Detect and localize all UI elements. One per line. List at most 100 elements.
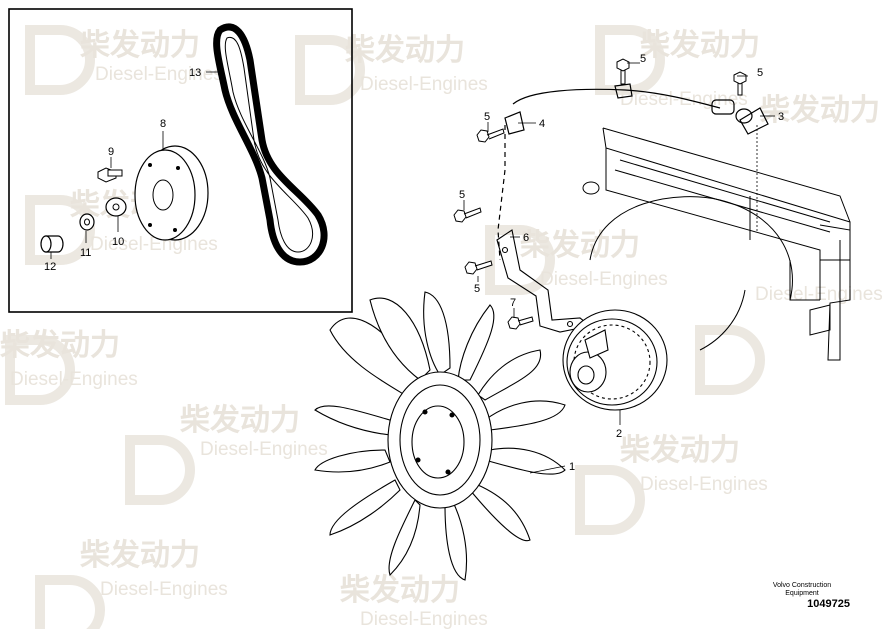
watermark-cn-text: 柴发动力 bbox=[345, 33, 465, 68]
callout-5-middle: 5 bbox=[459, 189, 465, 201]
pulley-bolt-hole bbox=[148, 223, 152, 227]
watermark-en-text: Diesel-Engines bbox=[90, 234, 218, 255]
watermark-8: 柴发动力 Diesel-Engines bbox=[575, 433, 768, 535]
clutch-hub-center bbox=[577, 365, 595, 385]
cable-clip-4 bbox=[504, 111, 525, 135]
washer-part-10 bbox=[105, 197, 127, 217]
callout-5-upper: 5 bbox=[484, 111, 490, 123]
sensor-plug bbox=[735, 108, 753, 124]
company-line-2: Equipment bbox=[785, 590, 819, 597]
bracket-hole bbox=[501, 246, 509, 254]
watermark-en-text: Diesel-Engines bbox=[640, 474, 768, 495]
radiator-side bbox=[789, 260, 820, 301]
watermark-11: 柴发动力 Diesel-Engines bbox=[340, 573, 488, 629]
watermark-logo bbox=[25, 195, 95, 265]
fan-hole bbox=[445, 469, 451, 475]
callout-8: 8 bbox=[160, 118, 166, 130]
drive-belt bbox=[213, 23, 328, 266]
fan-blade bbox=[469, 484, 531, 542]
fan-hole bbox=[415, 457, 421, 463]
callout-5-right: 5 bbox=[757, 67, 763, 79]
watermark-en-text: Diesel-Engines bbox=[10, 369, 138, 390]
watermark-en-text: Diesel-Engines bbox=[360, 609, 488, 629]
watermark-logo bbox=[5, 335, 75, 405]
radiator-top-edge bbox=[602, 127, 851, 223]
bolts-part-5 bbox=[453, 58, 747, 275]
watermark-6: 柴发动力 Diesel-Engines bbox=[0, 328, 138, 405]
fan-hub bbox=[411, 405, 465, 479]
fan-clutch bbox=[562, 309, 668, 411]
radiator-ring bbox=[582, 181, 600, 195]
watermark-en-text: Diesel-Engines bbox=[95, 64, 223, 85]
callout-9: 9 bbox=[108, 146, 114, 158]
callout-11: 11 bbox=[80, 247, 91, 259]
watermark-logo bbox=[35, 575, 105, 629]
washer-part-11 bbox=[79, 213, 95, 231]
fan-blade bbox=[477, 349, 542, 401]
fan-blade bbox=[314, 405, 391, 436]
belt-outer bbox=[213, 23, 328, 266]
callout-5-top: 5 bbox=[640, 53, 646, 65]
watermark-2: 柴发动力 Diesel-Engines bbox=[295, 33, 488, 105]
watermark-7: 柴发动力 Diesel-Engines bbox=[125, 403, 328, 505]
bolt bbox=[507, 316, 534, 330]
callout-7: 7 bbox=[510, 297, 516, 309]
main-leaders bbox=[463, 62, 775, 474]
pulley-hub bbox=[152, 179, 174, 211]
watermark-cn-text: 柴发动力 bbox=[340, 573, 460, 608]
watermark-en-text: Diesel-Engines bbox=[620, 89, 748, 110]
watermark-en-text: Diesel-Engines bbox=[100, 579, 228, 600]
watermark-logo bbox=[575, 465, 645, 535]
inset-leaders bbox=[50, 71, 220, 259]
fan-blade bbox=[329, 479, 401, 536]
sensor-bracket-3 bbox=[739, 107, 769, 135]
watermark-cn-text: 柴发动力 bbox=[80, 28, 200, 63]
bolt-part-9 bbox=[97, 167, 123, 183]
watermark-en-text: Diesel-Engines bbox=[360, 74, 488, 95]
watermark-cn-text: 柴发动力 bbox=[620, 433, 740, 468]
clutch-mount bbox=[584, 329, 609, 359]
radiator-fin-line bbox=[619, 159, 831, 223]
belt-inner bbox=[224, 36, 313, 253]
callout-6: 6 bbox=[523, 232, 529, 244]
watermark-cn-text: 柴发动力 bbox=[180, 403, 300, 438]
watermark-9: 柴发动力 Diesel-Engines bbox=[35, 538, 228, 629]
radiator-fin-line bbox=[614, 169, 831, 233]
watermark-layer: 柴发动力 Diesel-Engines 柴发动力 Diesel-Engines … bbox=[0, 25, 883, 629]
watermark-cn-text: 柴发动力 bbox=[80, 538, 200, 573]
company-label: Volvo Construction Equipment bbox=[742, 582, 862, 598]
radiator-bracket bbox=[819, 224, 851, 261]
watermark-5: 柴发动力 Diesel-Engines bbox=[485, 225, 668, 295]
watermark-1: 柴发动力 Diesel-Engines bbox=[25, 25, 223, 95]
radiator-core bbox=[605, 148, 821, 300]
fan-blade bbox=[457, 304, 495, 381]
radiator-frame bbox=[602, 127, 851, 361]
fan-blade bbox=[423, 291, 451, 376]
fan-hole bbox=[449, 412, 455, 418]
watermark-cn-text: 柴发动力 bbox=[0, 328, 120, 363]
callout-10: 10 bbox=[112, 236, 124, 248]
callout-1: 1 bbox=[569, 461, 575, 473]
watermark-en-text: Diesel-Engines bbox=[200, 439, 328, 460]
fan-blade bbox=[484, 400, 566, 431]
callout-2: 2 bbox=[616, 428, 622, 440]
fan-blade bbox=[444, 499, 468, 581]
bolt bbox=[464, 260, 493, 275]
watermark-en-text: Diesel-Engines bbox=[540, 269, 668, 290]
watermark-logo bbox=[695, 325, 765, 395]
callout-12: 12 bbox=[44, 261, 56, 273]
cable-line bbox=[512, 88, 721, 109]
fan-hole bbox=[422, 409, 428, 415]
watermark-logo bbox=[125, 435, 195, 505]
cable-clip-top bbox=[614, 83, 633, 99]
bolt bbox=[476, 128, 505, 143]
cooling-fan bbox=[314, 291, 566, 581]
callout-5-lower: 5 bbox=[474, 283, 480, 295]
inset-frame bbox=[8, 8, 353, 313]
cable-connector bbox=[711, 99, 735, 115]
bracket-hole bbox=[566, 320, 574, 328]
bolt bbox=[616, 58, 630, 85]
bushing-part-12 bbox=[40, 235, 64, 253]
watermark-cn-text: 柴发动力 bbox=[640, 28, 760, 63]
